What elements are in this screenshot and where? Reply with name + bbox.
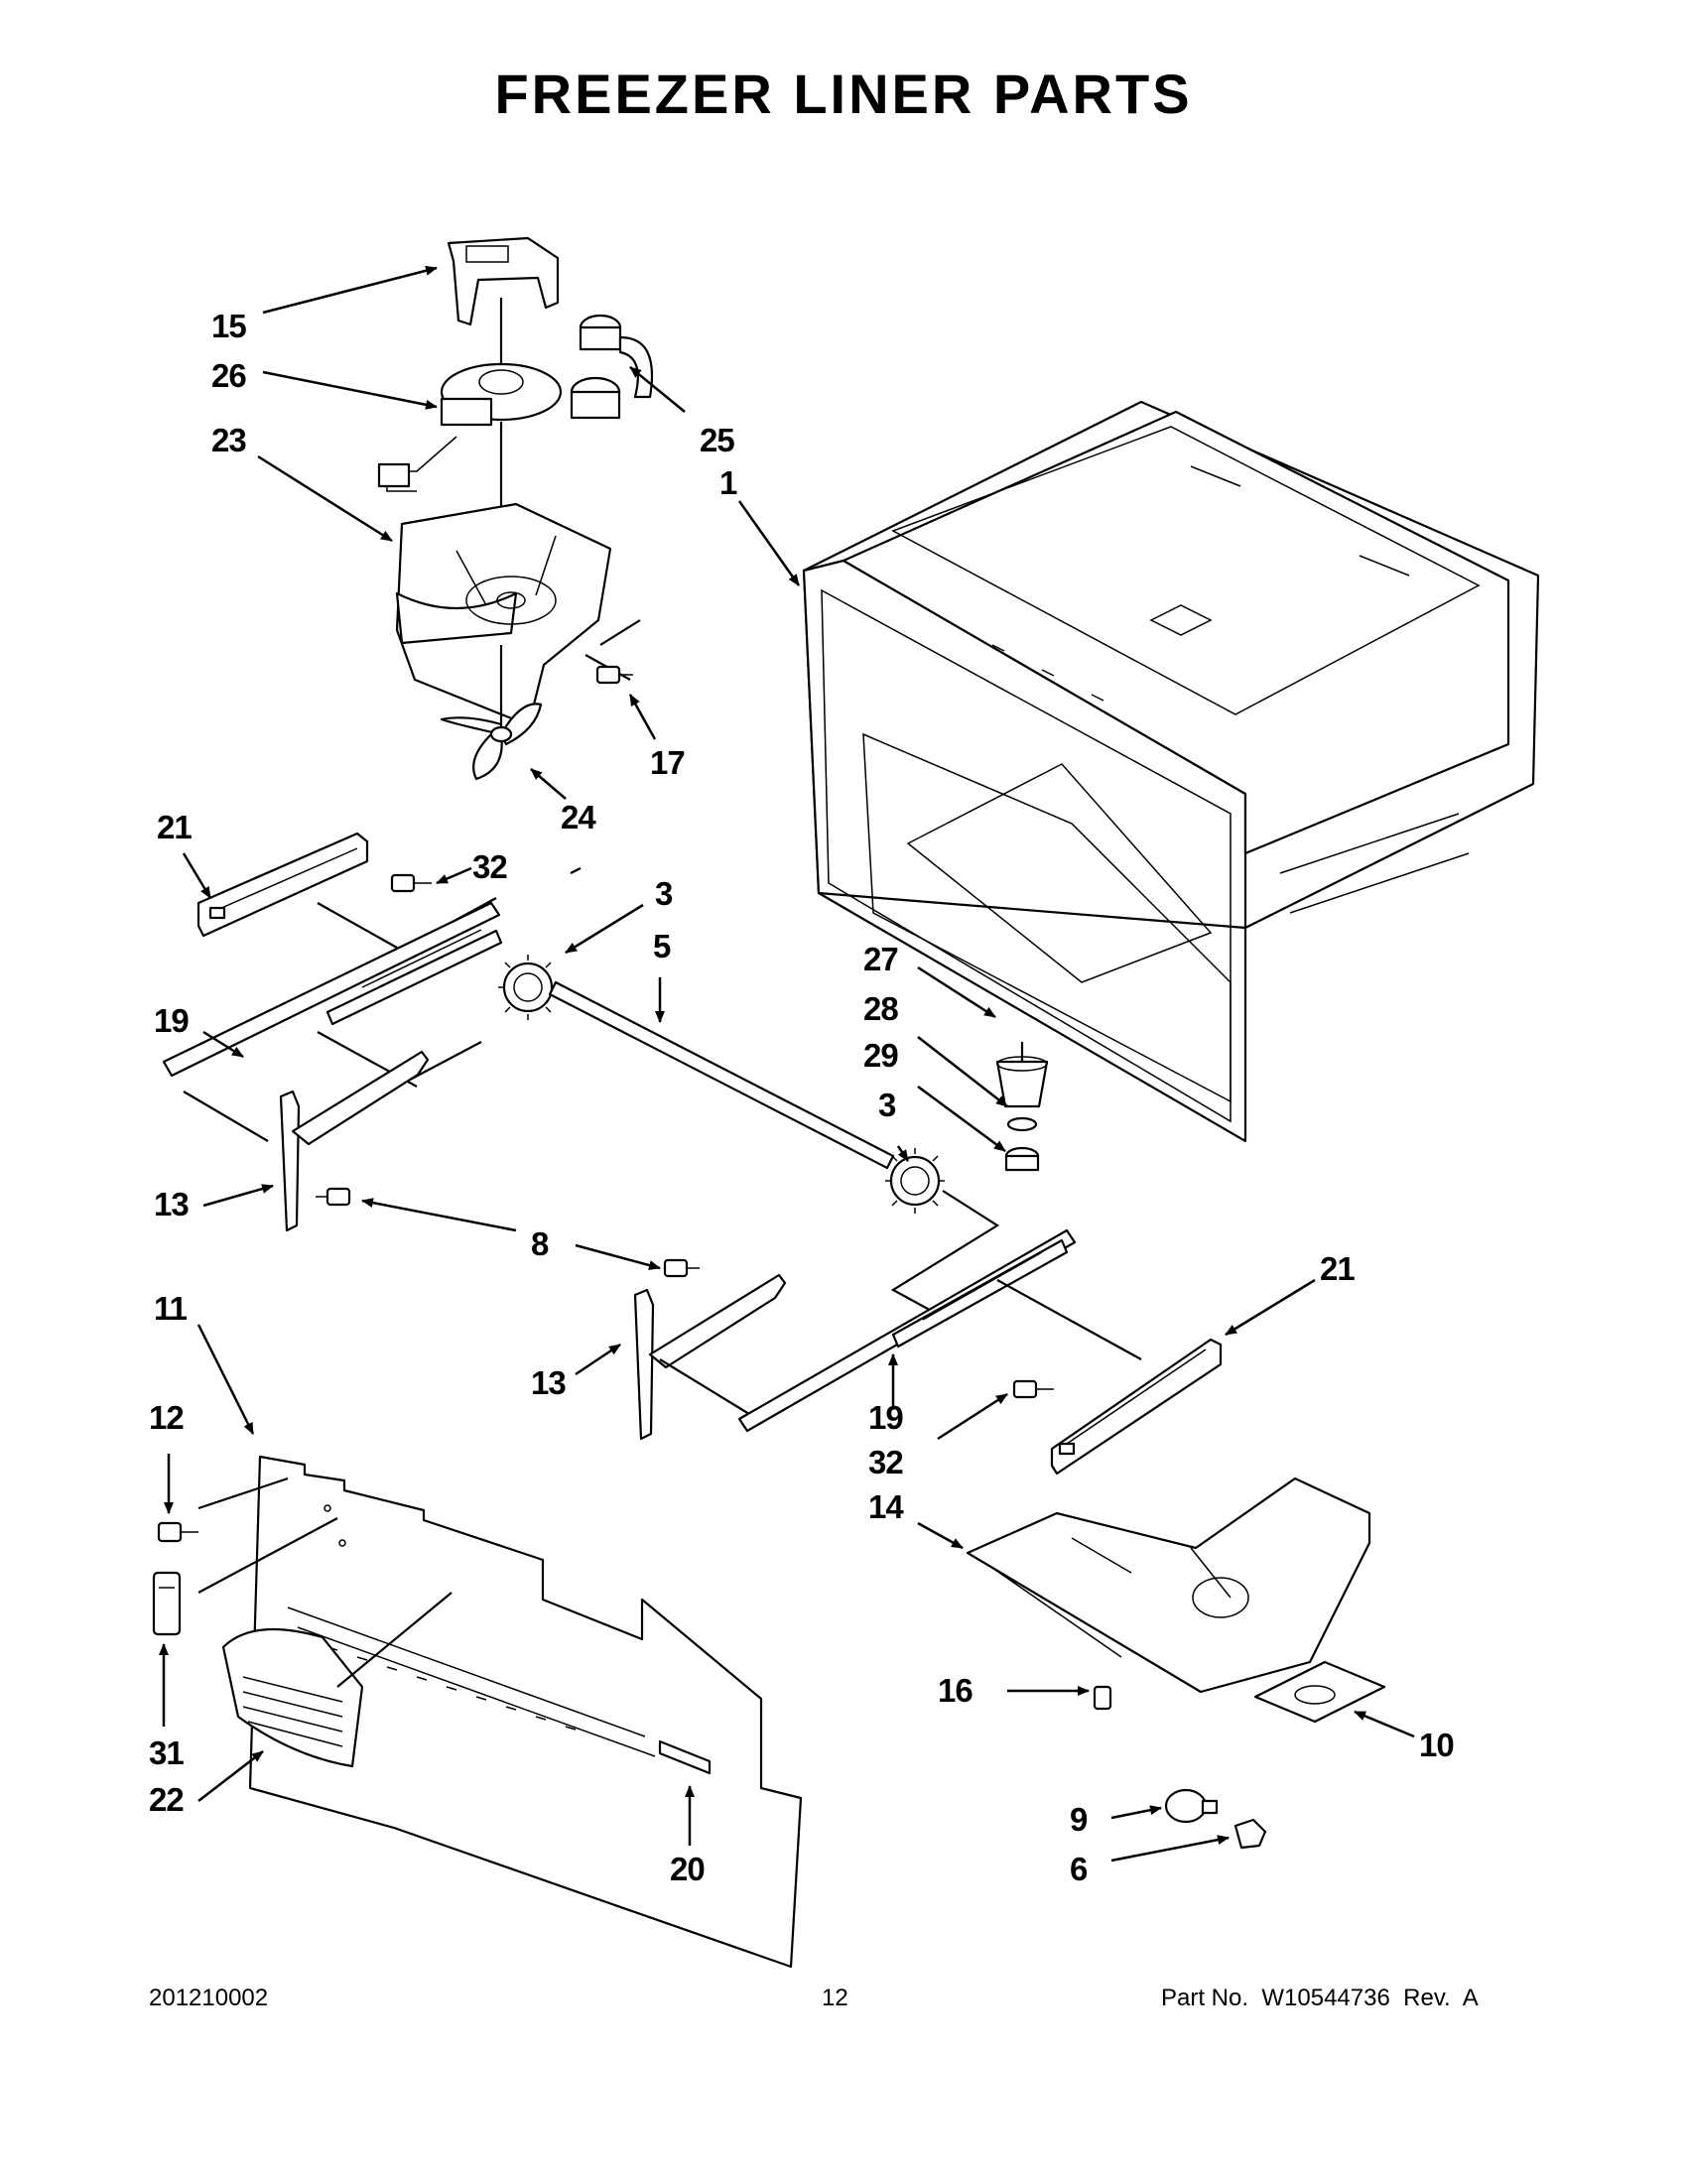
callout-16: 16	[938, 1672, 973, 1709]
ice-tray-part-14	[966, 1477, 1371, 1694]
callout-31: 31	[149, 1734, 184, 1771]
fan-bracket-part-15	[447, 236, 560, 326]
clip-part-16	[1093, 1685, 1112, 1711]
fan-motor-part-26	[377, 362, 563, 492]
grille-part-22	[221, 1627, 364, 1768]
light-bulb-part-9	[1164, 1788, 1219, 1824]
sprocket-part-3-lower	[885, 1148, 945, 1214]
damper-control-part-25	[570, 314, 654, 420]
callout-20: 20	[670, 1851, 705, 1887]
callout-12: 12	[149, 1399, 184, 1436]
slide-part-21-left	[196, 832, 369, 938]
rear-panel-part-11	[248, 1455, 803, 1969]
screw-part-17	[595, 665, 633, 685]
callout-10: 10	[1419, 1727, 1454, 1763]
nut-part-29	[1004, 1146, 1040, 1172]
callout-14: 14	[868, 1488, 904, 1525]
callout-11: 11	[154, 1290, 188, 1327]
footer-part-number: Part No. W10544736 Rev. A	[1161, 1985, 1479, 2011]
label-part-10	[1253, 1660, 1386, 1724]
callout-8: 8	[531, 1225, 549, 1262]
callout-32-upper: 32	[472, 848, 507, 885]
callout-32-lower: 32	[868, 1444, 903, 1480]
washer-part-28	[1006, 1116, 1038, 1132]
cover-part-31	[152, 1571, 182, 1636]
screw-part-32-bottom	[1012, 1379, 1054, 1399]
callout-1: 1	[719, 464, 737, 501]
callout-26: 26	[211, 357, 246, 394]
callout-21-upper: 21	[157, 809, 192, 845]
screw-part-8-upper	[316, 1187, 351, 1207]
screw-part-12	[157, 1521, 198, 1543]
callout-9: 9	[1070, 1801, 1088, 1838]
callout-24: 24	[561, 799, 596, 835]
fan-blade-part-24	[440, 703, 543, 781]
sprocket-part-3-upper	[498, 955, 558, 1020]
callout-15: 15	[211, 308, 246, 344]
callout-27: 27	[863, 941, 898, 977]
seal-part-20	[658, 1739, 712, 1775]
screw-part-32-top	[390, 873, 432, 893]
page-title: FREEZER LINER PARTS	[494, 63, 1193, 125]
callout-19-upper: 19	[154, 1002, 189, 1039]
screw-part-8-lower	[663, 1258, 700, 1278]
slide-part-21-right	[1050, 1338, 1223, 1476]
footer-page-number: 12	[822, 1985, 848, 2011]
callout-25: 25	[700, 422, 734, 458]
callout-6: 6	[1070, 1851, 1088, 1887]
callout-3-upper: 3	[655, 875, 673, 912]
footer-document-code: 201210002	[149, 1985, 269, 2011]
leader-arrows	[159, 265, 1415, 1863]
callout-3-lower: 3	[878, 1087, 896, 1123]
callout-21-lower: 21	[1320, 1250, 1355, 1287]
callout-29: 29	[863, 1037, 898, 1074]
rail-part-19-left	[162, 901, 503, 1078]
fan-shroud-part-23	[395, 502, 641, 726]
callout-23: 23	[211, 422, 246, 458]
callout-labels: 15 26 23 25 1 17 24 21 32 3 5 19 27 28 2…	[149, 308, 1455, 1887]
callout-17: 17	[650, 744, 685, 781]
callout-22: 22	[149, 1781, 184, 1818]
bracket-part-13-lower	[633, 1273, 787, 1441]
callout-5: 5	[653, 928, 671, 964]
bracket-part-13-upper	[279, 1050, 430, 1232]
callout-13-lower: 13	[531, 1364, 566, 1401]
callout-19-lower: 19	[868, 1399, 903, 1436]
socket-part-6	[1233, 1818, 1267, 1850]
rail-part-19-right	[737, 1228, 1077, 1433]
drain-cup-part-27	[995, 1056, 1049, 1108]
callout-28: 28	[863, 990, 898, 1027]
shaft-part-5	[548, 980, 895, 1170]
callout-13-upper: 13	[154, 1186, 189, 1222]
freezer-liner-part-1	[802, 400, 1540, 1143]
